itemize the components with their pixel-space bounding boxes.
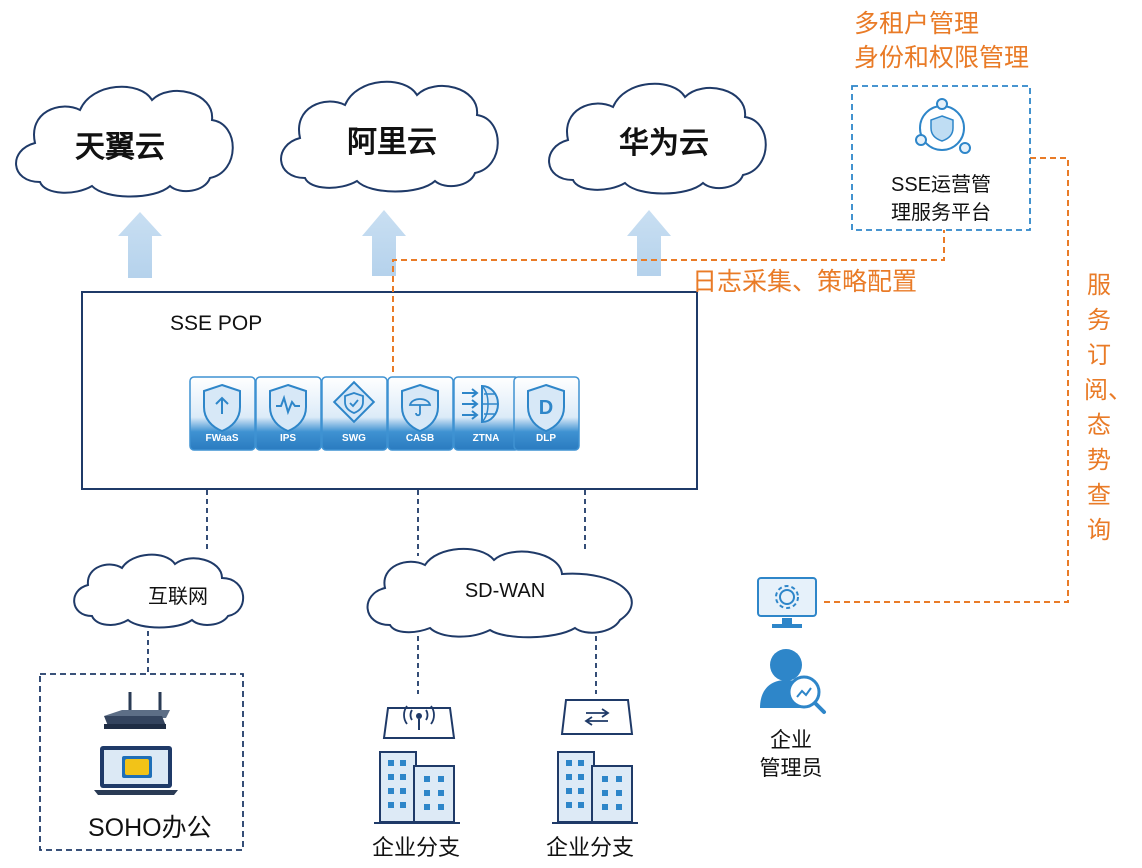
log-policy-label: 日志采集、策略配置 bbox=[692, 268, 918, 296]
monitor-gear-icon bbox=[757, 577, 817, 628]
cloud-tianyi bbox=[15, 85, 234, 198]
cloud-sdwan bbox=[366, 547, 633, 639]
sse-pop-title: SSE POP bbox=[170, 312, 263, 335]
soho-box bbox=[39, 673, 244, 851]
platform-label-line2: 理服务平台 bbox=[891, 202, 991, 224]
router-icon bbox=[104, 692, 170, 729]
service-tiles: D bbox=[189, 376, 580, 451]
tile-dlp: D bbox=[513, 376, 580, 451]
soho-label: SOHO办公 bbox=[88, 814, 212, 842]
platform-label-line1: SSE运营管 bbox=[890, 174, 992, 196]
internet-label: 互联网 bbox=[148, 586, 208, 608]
service-label-casb: CASB bbox=[405, 433, 435, 444]
admin-person-icon bbox=[760, 649, 826, 714]
branch1-label: 企业分支 bbox=[372, 835, 461, 860]
arrow-huawei bbox=[627, 210, 671, 276]
building-icon-2 bbox=[552, 751, 638, 824]
service-label-ztna: ZTNA bbox=[472, 433, 500, 444]
tile-ips bbox=[255, 376, 322, 451]
service-label-swg: SWG bbox=[342, 433, 366, 444]
platform-shield-icon bbox=[915, 98, 971, 154]
service-label-fwaas: FWaaS bbox=[205, 433, 239, 444]
management-header-line2: 身份和权限管理 bbox=[854, 44, 1030, 72]
service-label-ips: IPS bbox=[279, 433, 297, 444]
tile-fwaas bbox=[189, 376, 256, 451]
sdwan-label: SD-WAN bbox=[464, 580, 546, 602]
cloud-aliyun bbox=[280, 80, 499, 193]
tile-swg bbox=[321, 376, 388, 451]
cloud-label-huawei: 华为云 bbox=[619, 127, 709, 160]
arrow-aliyun bbox=[362, 210, 406, 276]
service-query-label: 服务订阅、态势查询 bbox=[1084, 272, 1132, 544]
sdwan-device-icon bbox=[560, 699, 634, 735]
cloud-label-aliyun: 阿里云 bbox=[347, 126, 437, 159]
building-icon-1 bbox=[374, 751, 460, 824]
log-policy-link bbox=[392, 228, 945, 372]
svg-text:D: D bbox=[539, 397, 553, 419]
service-query-link bbox=[820, 157, 1069, 603]
cloud-huawei bbox=[548, 82, 767, 195]
service-label-dlp: DLP bbox=[536, 433, 556, 444]
management-header-line1: 多租户管理 bbox=[854, 10, 980, 38]
cloud-internet bbox=[73, 553, 244, 629]
admin-label-line2: 管理员 bbox=[759, 757, 823, 780]
laptop-icon bbox=[94, 746, 178, 795]
tile-casb bbox=[387, 376, 454, 451]
admin-label-line1: 企业 bbox=[770, 729, 812, 752]
arrow-tianyi bbox=[118, 212, 162, 278]
wifi-device-icon bbox=[382, 705, 456, 739]
branch2-label: 企业分支 bbox=[546, 835, 635, 860]
management-platform-box bbox=[851, 85, 1031, 231]
cloud-label-tianyi: 天翼云 bbox=[75, 131, 165, 164]
